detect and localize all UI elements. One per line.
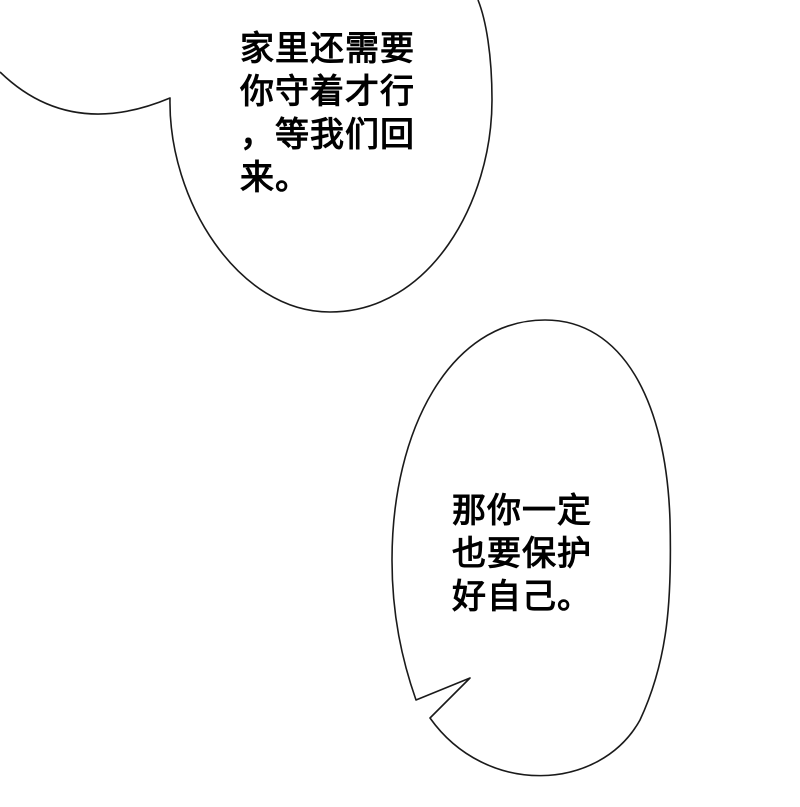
speech-line: ，等我们回 [240, 115, 415, 155]
speech-line: 来。 [240, 158, 310, 198]
speech-line: 也要保护 [452, 534, 592, 574]
speech-bubble-top [0, 0, 493, 313]
speech-line: 家里还需要 [240, 29, 415, 69]
speech-text-bottom: 那你一定 也要保护 好自己。 [452, 490, 592, 619]
speech-line: 你守着才行 [240, 72, 415, 112]
speech-bubble-bottom [391, 319, 672, 777]
speech-line: 那你一定 [452, 491, 592, 531]
speech-text-top: 家里还需要 你守着才行 ，等我们回 来。 [240, 28, 415, 200]
speech-line: 好自己。 [452, 577, 592, 617]
